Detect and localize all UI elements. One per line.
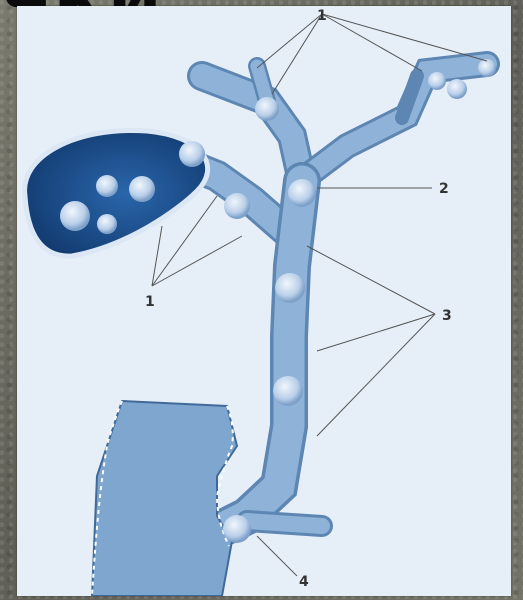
stone-cbd-lower: [273, 376, 303, 406]
biliary-diagram: 1 2 1 3 4: [17, 6, 511, 596]
stone-common-hepatic: [288, 179, 316, 207]
label-top-ducts: 1: [317, 8, 327, 24]
stone-gallbladder-4: [97, 214, 117, 234]
duodenum: [92, 401, 237, 596]
diagram-panel: 1 2 1 3 4: [17, 6, 511, 596]
stone-cystic-2: [224, 193, 250, 219]
label-papilla: 4: [299, 574, 309, 590]
stone-gallbladder-1: [60, 201, 90, 231]
stone-hepatic-right-1: [447, 79, 467, 99]
label-gallbladder-stones: 1: [145, 294, 155, 310]
label-common-hepatic: 2: [439, 181, 449, 197]
stone-cystic-1: [179, 141, 205, 167]
stone-hepatic-right-3: [478, 59, 496, 77]
label-common-bile-duct: 3: [442, 308, 452, 324]
stone-cbd-upper: [275, 273, 305, 303]
stone-gallbladder-2: [96, 175, 118, 197]
stone-hepatic-left: [255, 97, 279, 121]
stone-papilla: [223, 515, 251, 543]
stone-hepatic-right-2: [428, 72, 446, 90]
stone-gallbladder-3: [129, 176, 155, 202]
